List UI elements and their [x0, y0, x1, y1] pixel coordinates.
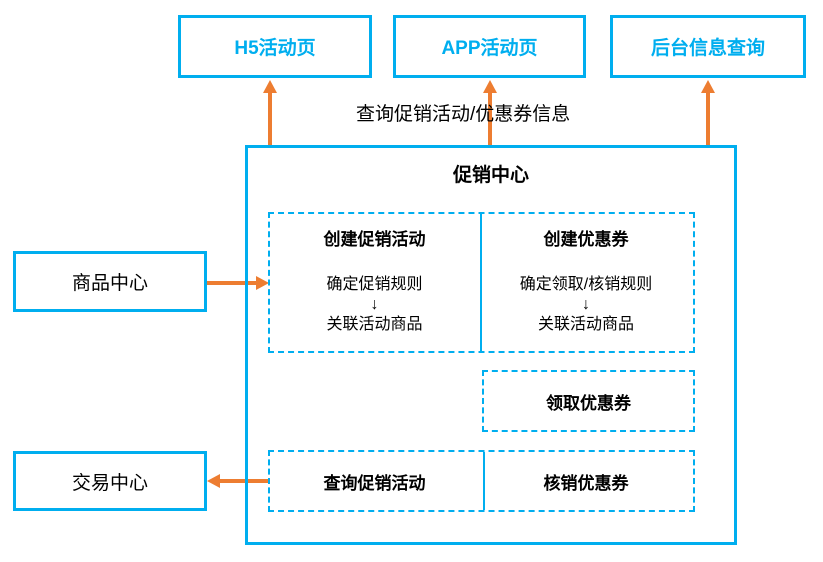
create-promo-steps: 确定促销规则 ↓ 关联活动商品: [327, 275, 423, 335]
down-arrow-icon: ↓: [370, 296, 379, 313]
arrow-line: [488, 92, 492, 146]
box-backend-info-query-label: 后台信息查询: [650, 38, 765, 59]
cell-create-coupon: 创建优惠券 确定领取/核销规则 ↓ 关联活动商品: [479, 214, 693, 351]
receive-coupon-label: 领取优惠券: [546, 393, 631, 413]
arrow-line: [219, 479, 269, 483]
query-info-label: 查询促销活动/优惠券信息: [356, 104, 571, 125]
box-trade-center-label: 交易中心: [71, 472, 148, 494]
create-promo-step1: 确定促销规则: [326, 276, 423, 293]
arrow-promo-to-app: [483, 80, 497, 146]
box-app-activity-page-label: APP活动页: [441, 38, 538, 59]
arrow-promo-to-admin: [701, 80, 715, 146]
verify-coupon-label: 核销优惠券: [543, 473, 629, 493]
arrowhead-up-icon: [483, 80, 497, 93]
cell-verify-coupon: 核销优惠券: [479, 452, 693, 510]
create-coupon-steps: 确定领取/核销规则 ↓ 关联活动商品: [520, 275, 652, 335]
create-coupon-step2: 关联活动商品: [538, 316, 635, 333]
arrow-goods-to-promo: [207, 276, 269, 290]
row-query-verify: 查询促销活动 核销优惠券: [268, 450, 695, 512]
down-arrow-icon: ↓: [582, 296, 590, 313]
box-trade-center: 交易中心: [13, 451, 207, 511]
box-goods-center-label: 商品中心: [71, 273, 148, 294]
box-promotion-center: 促销中心 创建促销活动 确定促销规则 ↓ 关联活动商品 创建优惠券 确定领取/核…: [245, 145, 737, 545]
create-promo-step2: 关联活动商品: [326, 316, 423, 333]
box-goods-center: 商品中心: [13, 251, 207, 312]
arrowhead-up-icon: [263, 80, 277, 93]
arrow-line: [268, 92, 272, 146]
arrowhead-up-icon: [701, 80, 715, 93]
row-create-activities: 创建促销活动 确定促销规则 ↓ 关联活动商品 创建优惠券 确定领取/核销规则 ↓…: [268, 212, 695, 353]
cell-create-promo: 创建促销活动 确定促销规则 ↓ 关联活动商品: [270, 214, 479, 351]
query-promo-label: 查询促销活动: [323, 473, 426, 493]
promotion-center-title: 促销中心: [452, 165, 529, 186]
row-divider: [480, 214, 482, 351]
box-h5-activity-page-label: H5活动页: [234, 38, 316, 59]
row-divider: [483, 452, 485, 510]
box-receive-coupon: 领取优惠券: [482, 370, 695, 432]
arrow-promo-to-trade: [207, 474, 269, 488]
arrow-line: [207, 281, 257, 285]
create-coupon-title: 创建优惠券: [543, 230, 629, 249]
arrowhead-right-icon: [256, 276, 269, 290]
create-promo-title: 创建促销活动: [323, 230, 426, 249]
create-coupon-step1: 确定领取/核销规则: [519, 276, 653, 293]
arrowhead-left-icon: [207, 474, 220, 488]
box-h5-activity-page: H5活动页: [178, 15, 372, 78]
box-backend-info-query: 后台信息查询: [610, 15, 806, 78]
box-app-activity-page: APP活动页: [393, 15, 586, 78]
arrow-line: [706, 92, 710, 146]
arrow-promo-to-h5: [263, 80, 277, 146]
cell-query-promo: 查询促销活动: [270, 452, 479, 510]
